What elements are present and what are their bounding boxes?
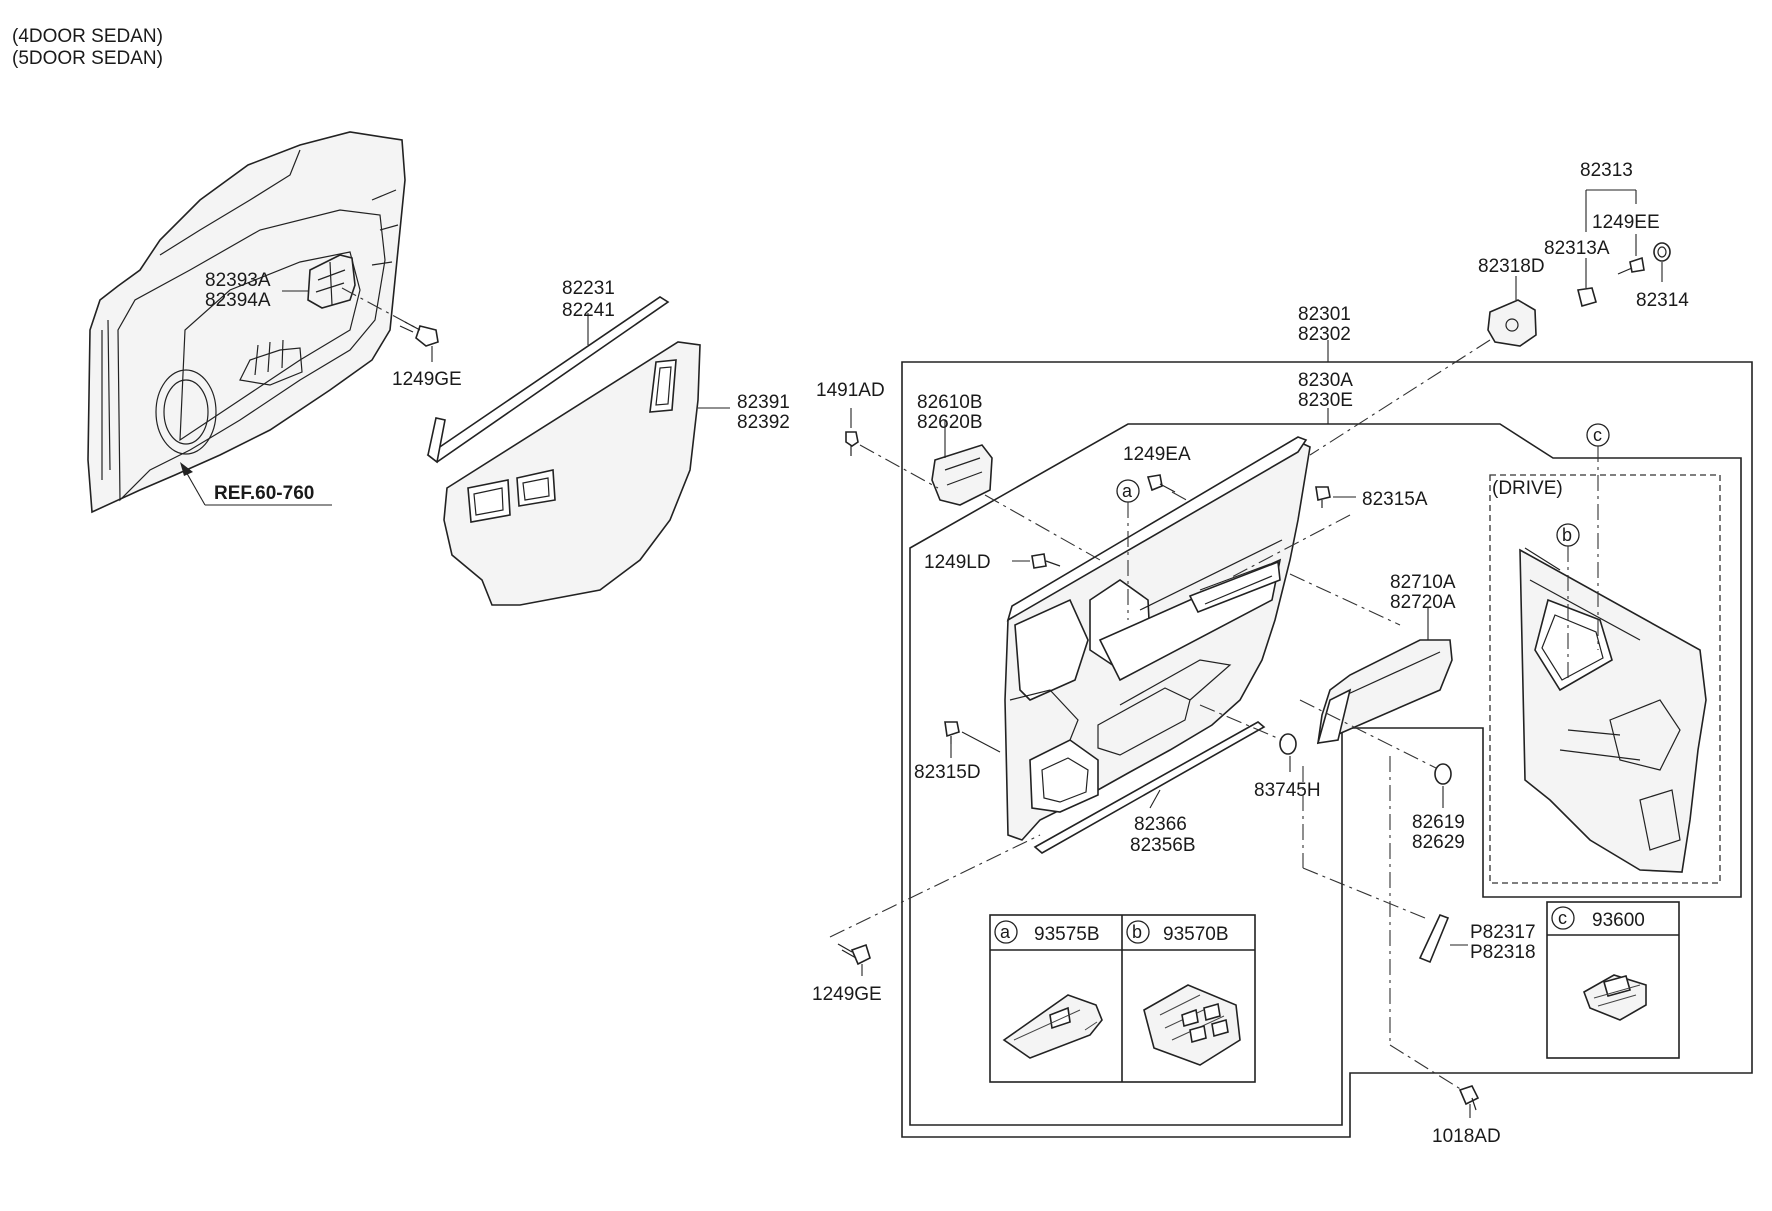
- label-82302: 82302: [1298, 324, 1351, 345]
- switch-93570B: [1143, 984, 1241, 1066]
- drive-label: (DRIVE): [1492, 478, 1563, 499]
- weatherstrip-82231: [426, 296, 670, 464]
- label-82314: 82314: [1636, 290, 1689, 311]
- assembly-boundary-outer: [901, 361, 1753, 1138]
- screw-1491AD: [845, 431, 859, 456]
- label-82318D: 82318D: [1478, 256, 1545, 277]
- plug-83745H: [1279, 733, 1297, 755]
- door-frame-illustration: [87, 131, 406, 514]
- garnish-82366: [1033, 721, 1266, 854]
- label-83745H: 83745H: [1254, 780, 1321, 801]
- label-82356B: 82356B: [1130, 835, 1196, 856]
- plug-82619: [1434, 763, 1452, 785]
- label-P82317: P82317: [1470, 922, 1536, 943]
- bracket-82318D: [1487, 299, 1537, 347]
- label-1018AD: 1018AD: [1432, 1126, 1501, 1147]
- inside-handle-82610B: [931, 444, 993, 506]
- inset-table-ab: a 93575B b 93570B: [989, 914, 1256, 1083]
- label-8230A: 8230A: [1298, 370, 1353, 391]
- label-P82318: P82318: [1470, 942, 1536, 963]
- screw-1249EA: [1146, 474, 1176, 493]
- reference-label: REF.60-760: [214, 483, 314, 504]
- header-line-2: (5DOOR SEDAN): [12, 48, 163, 69]
- label-82394A: 82394A: [205, 290, 271, 311]
- bolt-1249GE-bottom: [837, 943, 871, 966]
- label-82392: 82392: [737, 412, 790, 433]
- label-82231: 82231: [562, 278, 615, 299]
- callout-c-drive: c: [1586, 423, 1610, 447]
- label-82619: 82619: [1412, 812, 1465, 833]
- pad-P82317: [1418, 913, 1450, 964]
- label-82629: 82629: [1412, 832, 1465, 853]
- label-82313A: 82313A: [1544, 238, 1610, 259]
- door-trim-panel: [1004, 436, 1311, 841]
- drive-inset-box: [1489, 474, 1721, 884]
- bolt-1249GE-top: [399, 321, 439, 347]
- header-line-1: (4DOOR SEDAN): [12, 26, 163, 47]
- reference-arrow: [180, 462, 332, 506]
- label-82620B: 82620B: [917, 412, 983, 433]
- label-82366: 82366: [1134, 814, 1187, 835]
- screw-1249EE: [1617, 256, 1645, 275]
- sealing-cover-82391: [443, 341, 701, 606]
- switch-93575B: [1002, 994, 1103, 1059]
- table-code-c: 93600: [1592, 910, 1645, 931]
- label-82710A: 82710A: [1390, 572, 1456, 593]
- svg-text:c: c: [1593, 425, 1602, 445]
- clip-82315D: [944, 721, 960, 744]
- label-1249GE-top: 1249GE: [392, 369, 462, 390]
- cap-82314: [1653, 242, 1671, 262]
- assembly-boundary-inner: [909, 423, 1742, 1126]
- clip-82315A: [1315, 486, 1331, 508]
- label-1249GE-bottom: 1249GE: [812, 984, 882, 1005]
- label-1491AD: 1491AD: [816, 380, 885, 401]
- label-82313: 82313: [1580, 160, 1633, 181]
- svg-text:b: b: [1562, 525, 1572, 545]
- label-82393A: 82393A: [205, 270, 271, 291]
- label-82720A: 82720A: [1390, 592, 1456, 613]
- label-1249EA: 1249EA: [1123, 444, 1191, 465]
- table-code-b: 93570B: [1163, 924, 1229, 945]
- inset-table-c: c 93600: [1546, 901, 1680, 1059]
- label-82241: 82241: [562, 300, 615, 321]
- nut-82313A: [1577, 287, 1597, 307]
- screw-1249LD: [1031, 553, 1061, 569]
- switch-93600: [1583, 974, 1647, 1021]
- table-callout-c: c: [1558, 908, 1567, 928]
- table-callout-a: a: [1000, 922, 1011, 942]
- table-code-a: 93575B: [1034, 924, 1100, 945]
- label-8230E: 8230E: [1298, 390, 1353, 411]
- label-82391: 82391: [737, 392, 790, 413]
- label-82301: 82301: [1298, 304, 1351, 325]
- svg-text:a: a: [1122, 481, 1133, 501]
- label-82610B: 82610B: [917, 392, 983, 413]
- label-1249LD: 1249LD: [924, 552, 991, 573]
- screw-1018AD: [1458, 1085, 1480, 1111]
- callout-b-drive: b: [1556, 523, 1580, 547]
- label-1249EE: 1249EE: [1592, 212, 1660, 233]
- callout-a-panel: a: [1116, 479, 1140, 503]
- label-82315A: 82315A: [1362, 489, 1428, 510]
- label-82315D: 82315D: [914, 762, 981, 783]
- drive-door-panel: [1519, 547, 1707, 873]
- table-callout-b: b: [1132, 922, 1142, 942]
